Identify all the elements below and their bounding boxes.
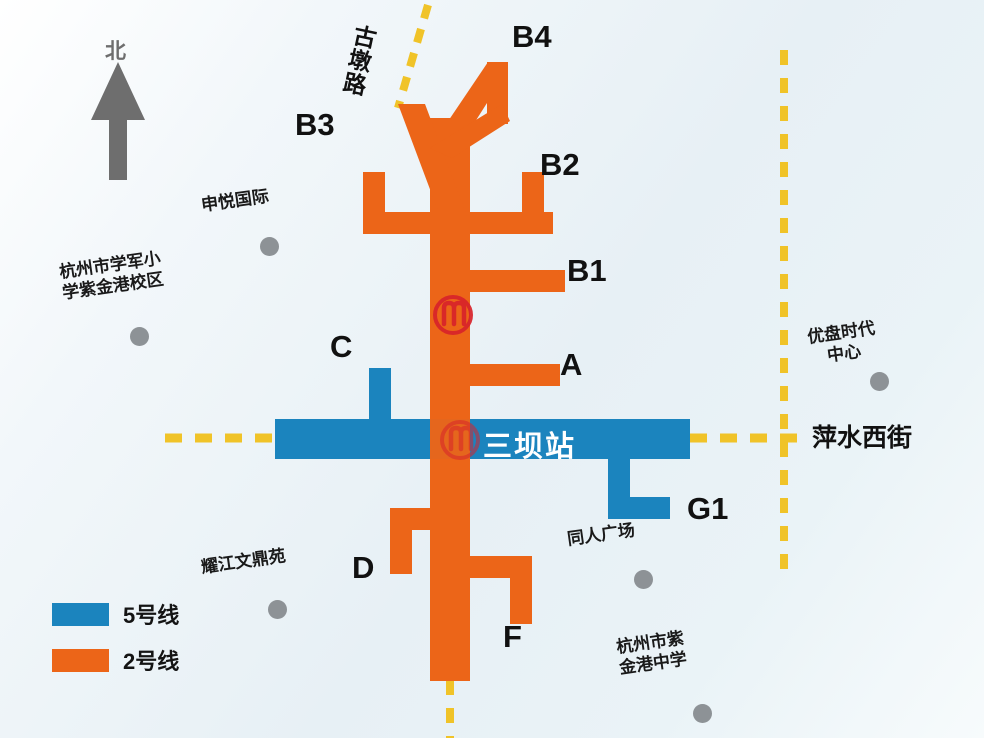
legend-swatch-line5 xyxy=(52,602,109,626)
exit-label-b1[interactable]: B1 xyxy=(567,253,607,288)
poi-dot-shenyue-international xyxy=(260,237,279,256)
exit-label-c[interactable]: C xyxy=(330,329,353,364)
poi-dot-yaojiang-wendingyuan xyxy=(268,600,287,619)
north-arrow-icon xyxy=(91,62,145,180)
exit-label-g1[interactable]: G1 xyxy=(687,491,729,526)
poi-dot-tongren-plaza xyxy=(634,570,653,589)
line5-corridor xyxy=(275,368,690,519)
metro-logo-line2-icon xyxy=(433,295,473,335)
road-label-pingshui-west-street: 萍水西街 xyxy=(812,424,913,452)
poi-dot-upan-times-center xyxy=(870,372,889,391)
legend-label-line2: 2号线 xyxy=(123,649,180,674)
legend-item-line2: 2号线 xyxy=(52,642,179,678)
road-gudun-lu xyxy=(394,3,432,110)
exit-label-a[interactable]: A xyxy=(560,347,583,382)
exit-label-b2[interactable]: B2 xyxy=(540,147,580,182)
station-name-label: 三坝站 xyxy=(483,431,577,463)
exit-label-b4[interactable]: B4 xyxy=(512,19,552,54)
poi-dot-zijingang-middle-school xyxy=(693,704,712,723)
line2-corridor xyxy=(363,62,565,681)
compass-north-label: 北 xyxy=(105,40,126,63)
exit-label-d[interactable]: D xyxy=(352,550,375,585)
exit-label-f[interactable]: F xyxy=(503,619,522,654)
metro-logo-line5-icon xyxy=(440,420,480,460)
legend: 5号线 2号线 xyxy=(52,596,179,688)
legend-item-line5: 5号线 xyxy=(52,596,179,632)
exit-label-b3[interactable]: B3 xyxy=(295,107,335,142)
poi-dot-xuejun-primary-school xyxy=(130,327,149,346)
legend-label-line5: 5号线 xyxy=(123,603,180,628)
legend-swatch-line2 xyxy=(52,648,109,672)
